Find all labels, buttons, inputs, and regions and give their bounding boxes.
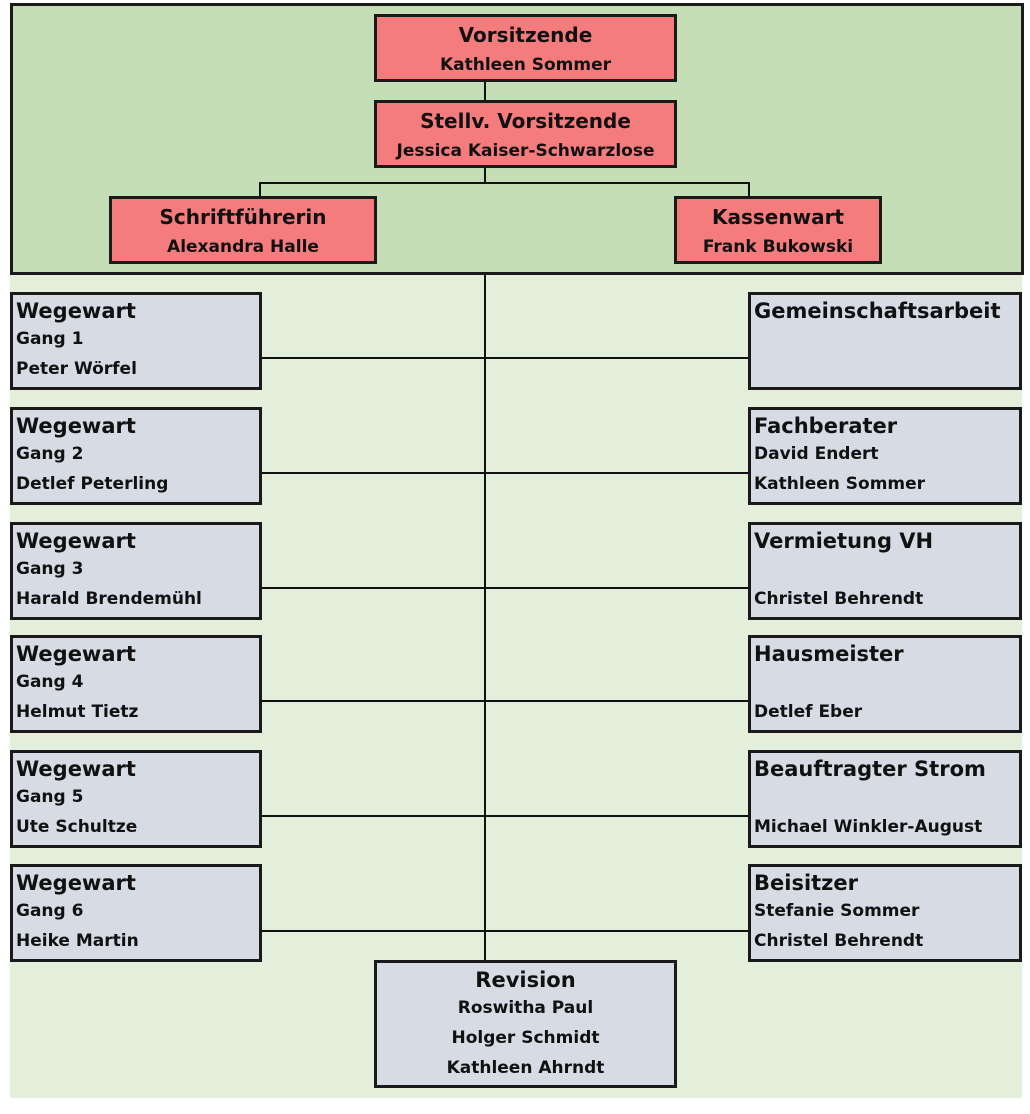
left-box-6: Wegewart Gang 6 Heike Martin	[10, 864, 262, 962]
connector-row-3	[259, 587, 750, 589]
revision-title: Revision	[475, 968, 576, 992]
connector-treasurer	[748, 182, 750, 198]
left-box-4: Wegewart Gang 4 Helmut Tietz	[10, 635, 262, 733]
left-box-title: Wegewart	[16, 642, 136, 666]
chair-box: Vorsitzende Kathleen Sommer	[374, 14, 677, 82]
right-box-4: Hausmeister Detlef Eber	[748, 635, 1022, 733]
left-box-line: Ute Schultze	[16, 817, 138, 837]
left-box-2: Wegewart Gang 2 Detlef Peterling	[10, 407, 262, 505]
connector-chair-deputy	[484, 80, 486, 102]
right-box-1: Gemeinschaftsarbeit	[748, 292, 1022, 390]
connector-deputy-down	[484, 166, 486, 184]
left-box-line: Gang 4	[16, 672, 84, 692]
connector-branch-horizontal	[259, 182, 750, 184]
revision-member: Kathleen Ahrndt	[446, 1058, 605, 1078]
right-box-line: Kathleen Sommer	[754, 474, 926, 494]
connector-secretary	[259, 182, 261, 198]
revision-member: Holger Schmidt	[451, 1028, 600, 1048]
left-box-line: Gang 3	[16, 559, 84, 579]
left-box-line: Gang 1	[16, 329, 84, 349]
left-box-line: Heike Martin	[16, 931, 139, 951]
right-box-title: Vermietung VH	[754, 529, 934, 553]
left-box-line: Detlef Peterling	[16, 474, 169, 494]
right-box-6: Beisitzer Stefanie Sommer Christel Behre…	[748, 864, 1022, 962]
right-box-title: Fachberater	[754, 414, 898, 438]
connector-row-6	[259, 930, 750, 932]
right-box-line: Michael Winkler-August	[754, 817, 983, 837]
right-box-line	[754, 324, 1019, 354]
right-box-title: Hausmeister	[754, 642, 904, 666]
right-box-5: Beauftragter Strom Michael Winkler-Augus…	[748, 750, 1022, 848]
right-box-line	[754, 667, 1019, 697]
revision-box: Revision Roswitha Paul Holger Schmidt Ka…	[374, 960, 677, 1088]
left-box-line: Gang 2	[16, 444, 84, 464]
right-box-line: David Endert	[754, 444, 879, 464]
right-box-title: Beauftragter Strom	[754, 757, 986, 781]
connector-row-1	[259, 357, 750, 359]
deputy-name: Jessica Kaiser-Schwarzlose	[396, 141, 655, 161]
left-box-title: Wegewart	[16, 529, 136, 553]
treasurer-title: Kassenwart	[711, 205, 844, 229]
right-box-line	[754, 554, 1019, 584]
left-box-title: Wegewart	[16, 414, 136, 438]
left-box-line: Gang 5	[16, 787, 84, 807]
right-box-line	[754, 782, 1019, 812]
connector-row-2	[259, 472, 750, 474]
right-box-line: Christel Behrendt	[754, 589, 924, 609]
secretary-name: Alexandra Halle	[167, 237, 319, 257]
treasurer-box: Kassenwart Frank Bukowski	[674, 196, 882, 264]
deputy-title: Stellv. Vorsitzende	[420, 109, 631, 133]
connector-trunk	[484, 272, 486, 962]
secretary-title: Schriftführerin	[159, 205, 327, 229]
chair-title: Vorsitzende	[458, 23, 593, 47]
left-box-1: Wegewart Gang 1 Peter Wörfel	[10, 292, 262, 390]
right-box-line: Christel Behrendt	[754, 931, 924, 951]
right-box-title: Gemeinschaftsarbeit	[754, 299, 1001, 323]
connector-row-4	[259, 700, 750, 702]
left-box-3: Wegewart Gang 3 Harald Brendemühl	[10, 522, 262, 620]
left-box-title: Wegewart	[16, 299, 136, 323]
right-box-3: Vermietung VH Christel Behrendt	[748, 522, 1022, 620]
right-box-line: Detlef Eber	[754, 702, 863, 722]
right-box-2: Fachberater David Endert Kathleen Sommer	[748, 407, 1022, 505]
left-box-line: Gang 6	[16, 901, 84, 921]
left-box-title: Wegewart	[16, 871, 136, 895]
left-box-5: Wegewart Gang 5 Ute Schultze	[10, 750, 262, 848]
right-box-title: Beisitzer	[754, 871, 859, 895]
connector-row-5	[259, 815, 750, 817]
left-box-title: Wegewart	[16, 757, 136, 781]
deputy-box: Stellv. Vorsitzende Jessica Kaiser-Schwa…	[374, 100, 677, 168]
revision-member: Roswitha Paul	[457, 998, 594, 1018]
chair-name: Kathleen Sommer	[439, 55, 612, 75]
left-box-line: Helmut Tietz	[16, 702, 139, 722]
treasurer-name: Frank Bukowski	[702, 237, 854, 257]
left-box-line: Peter Wörfel	[16, 359, 137, 379]
right-box-line	[754, 354, 1019, 384]
secretary-box: Schriftführerin Alexandra Halle	[109, 196, 377, 264]
right-box-line: Stefanie Sommer	[754, 901, 920, 921]
left-box-line: Harald Brendemühl	[16, 589, 202, 609]
